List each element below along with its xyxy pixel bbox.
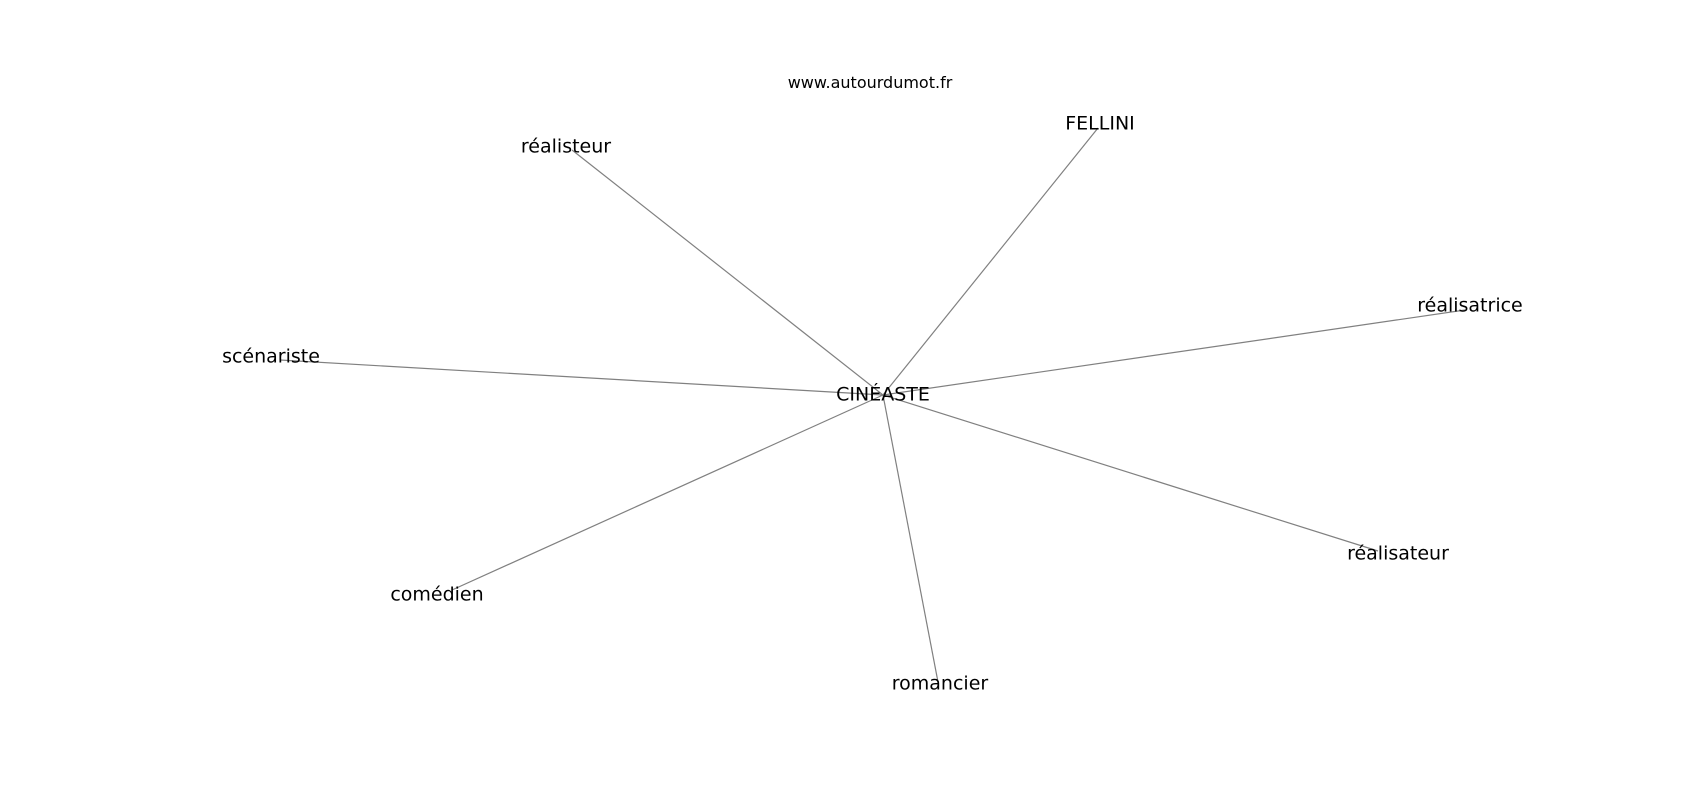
edge-realisatrice xyxy=(882,309,1466,396)
node-realisatrice[interactable]: réalisatrice xyxy=(1417,295,1523,317)
edge-scenariste xyxy=(279,359,884,396)
node-realisateur[interactable]: réalisateur xyxy=(1347,543,1449,565)
node-scenariste[interactable]: scénariste xyxy=(222,346,320,368)
edge-realisateur xyxy=(882,394,1379,552)
node-fellini[interactable]: FELLINI xyxy=(1065,113,1135,135)
node-labels: réalisteur FELLINI réalisatrice scénariste r… xyxy=(222,113,1523,695)
edge-comedien xyxy=(451,394,884,591)
edge-fellini xyxy=(882,127,1099,396)
edge-realisteur xyxy=(571,149,884,396)
edges xyxy=(279,127,1466,683)
watermark[interactable]: www.autourdumot.fr xyxy=(788,73,953,92)
node-comedien[interactable]: comédien xyxy=(390,584,483,606)
node-realisteur[interactable]: réalisteur xyxy=(521,136,611,158)
edge-romancier xyxy=(882,394,939,683)
node-romancier[interactable]: romancier xyxy=(892,673,989,695)
node-center[interactable]: CINÉASTE xyxy=(836,383,930,406)
